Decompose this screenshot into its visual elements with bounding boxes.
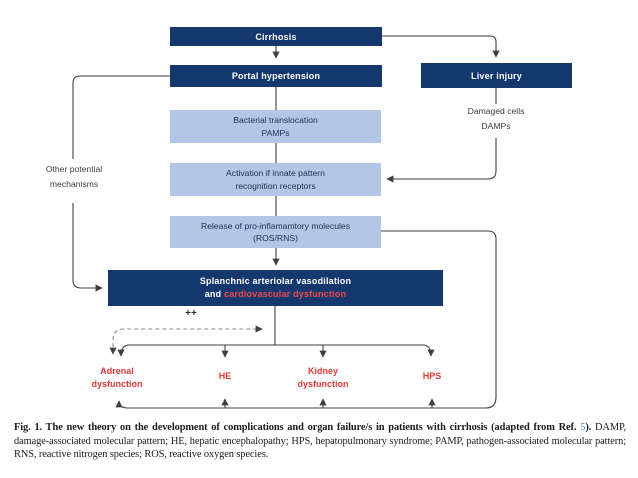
- node-bacterial-translocation-line1: Bacterial translocation: [233, 115, 318, 125]
- node-splanchnic-line1: Splanchnic arteriolar vasodilation: [199, 276, 352, 286]
- label-he-text: HE: [218, 371, 232, 381]
- node-liver-injury: Liver injury: [421, 63, 572, 88]
- label-plus-plus-text: ++: [185, 308, 197, 319]
- node-activation-receptors-line1: Activation if innate pattern: [226, 168, 325, 178]
- node-portal-hypertension: Portal hypertension: [170, 65, 382, 87]
- label-adrenal-line2: dysfunction: [91, 379, 143, 389]
- arrow-damaged-to-activation: [386, 138, 497, 183]
- dashed-arrow-adrenal-feedback: [109, 325, 263, 355]
- line-portal-to-other-mechanisms: [72, 75, 170, 159]
- node-release-molecules: Release of pro-inflamamtory molecules (R…: [170, 216, 381, 248]
- arrows-distributor-adrenal-hps: [117, 344, 435, 357]
- caption-ref-5-link[interactable]: 5: [580, 422, 586, 433]
- label-other-mechanisms: Other potential mechanisms: [24, 162, 124, 192]
- node-liver-injury-label: Liver injury: [471, 70, 522, 81]
- node-cirrhosis-label: Cirrhosis: [255, 31, 297, 42]
- arrow-other-mechanisms-to-splanchnic: [72, 203, 103, 292]
- label-other-mechanisms-line1: Other potential: [45, 164, 103, 174]
- node-bacterial-translocation-line2: PAMPs: [261, 127, 290, 138]
- node-bacterial-translocation: Bacterial translocation PAMPs: [170, 110, 381, 143]
- caption-bold-title: Fig. 1. The new theory on the developmen…: [14, 422, 581, 433]
- node-release-molecules-line2: (ROS/RNS): [253, 233, 298, 243]
- label-kidney-line1: Kidney: [307, 366, 338, 376]
- label-plus-plus: ++: [176, 308, 206, 319]
- label-kidney-dysfunction: Kidney dysfunction: [283, 365, 363, 391]
- label-damaged-cells-line2: DAMPs: [481, 121, 511, 131]
- caption-abbreviations: DAMP, damage-associated molecular patter…: [14, 422, 627, 461]
- label-damaged-cells-line1: Damaged cells: [467, 106, 525, 116]
- label-kidney-line2: dysfunction: [297, 379, 349, 389]
- label-hps-text: HPS: [422, 371, 442, 381]
- label-adrenal-line1: Adrenal: [100, 366, 134, 376]
- node-splanchnic-line2: and cardiovascular dysfunction: [205, 288, 347, 301]
- label-adrenal-dysfunction: Adrenal dysfunction: [77, 365, 157, 391]
- node-splanchnic-vasodilation: Splanchnic arteriolar vasodilation and c…: [108, 270, 443, 306]
- node-portal-hypertension-label: Portal hypertension: [231, 71, 321, 81]
- node-splanchnic-cardio-dysfunction: cardiovascular dysfunction: [224, 289, 347, 299]
- label-hps: HPS: [407, 370, 457, 383]
- caption-bold-suffix: ).: [585, 422, 592, 433]
- arrow-cirrhosis-to-liver: [382, 35, 500, 58]
- label-damaged-cells: Damaged cells DAMPs: [446, 104, 546, 134]
- node-splanchnic-and: and: [204, 289, 222, 299]
- node-cirrhosis: Cirrhosis: [170, 27, 382, 46]
- node-activation-receptors: Activation if innate pattern recognition…: [170, 163, 381, 196]
- label-other-mechanisms-line2: mechanisms: [49, 179, 99, 189]
- node-release-molecules-line1: Release of pro-inflamamtory molecules: [200, 220, 351, 231]
- figure-caption: Fig. 1. The new theory on the developmen…: [14, 421, 626, 462]
- label-he: HE: [200, 370, 250, 383]
- node-activation-receptors-line2: recognition receptors: [235, 180, 316, 191]
